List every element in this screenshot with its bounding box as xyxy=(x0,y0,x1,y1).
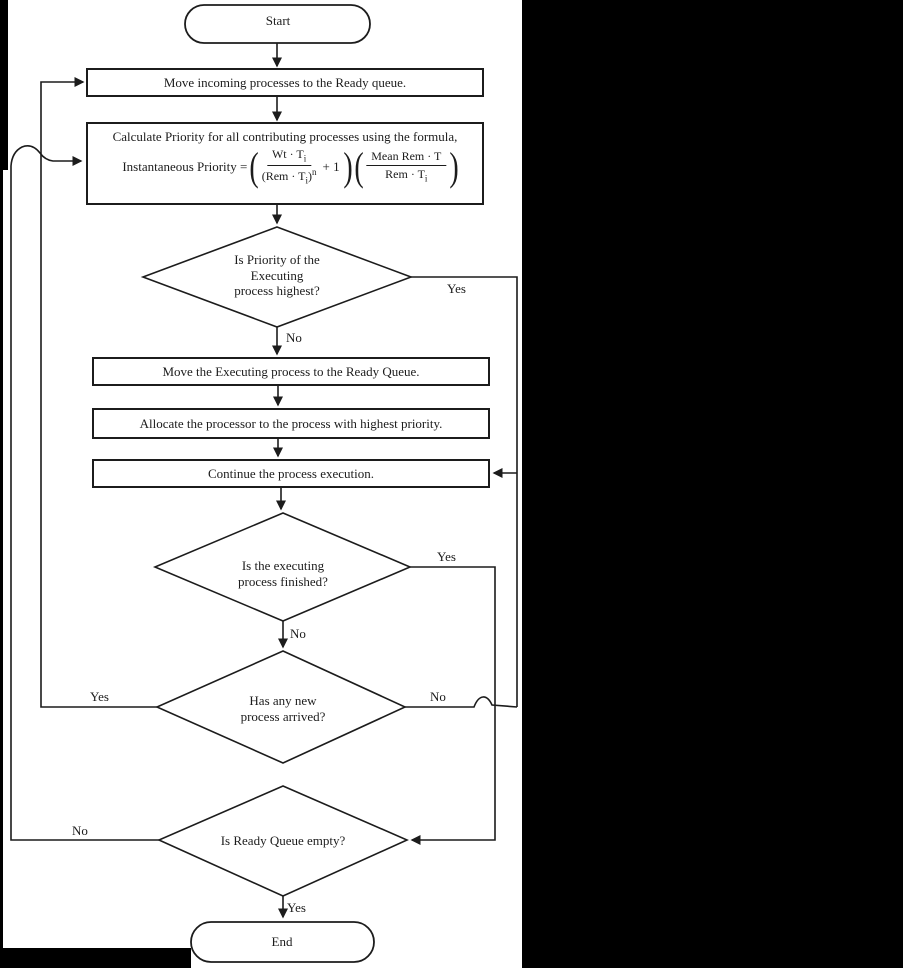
formula-fraction-1: Wt · Ti (Rem · Ti)n xyxy=(261,147,317,186)
decision-priority-highest xyxy=(140,226,414,328)
process-box-move-incoming xyxy=(86,68,484,97)
process-box-continue xyxy=(92,459,490,488)
end-label: End xyxy=(271,934,293,949)
formula-paren-open-1: ( xyxy=(249,143,259,189)
decision-ready-queue-empty xyxy=(157,785,409,897)
start-label: Start xyxy=(265,13,291,28)
decision-new-process-arrived xyxy=(155,650,407,764)
end-terminator xyxy=(190,921,375,963)
scan-mask-right xyxy=(522,0,903,968)
connector-d4-no-loop xyxy=(10,145,159,841)
d2-no-label: No xyxy=(290,626,306,641)
move-incoming-label: Move incoming processes to the Ready que… xyxy=(163,75,407,90)
priority-formula: Instantaneous Priority = ( Wt · Ti (Rem … xyxy=(122,143,459,189)
decision-new-process-text: Has any new process arrived? xyxy=(240,693,326,724)
continue-label: Continue the process execution. xyxy=(207,466,375,481)
process-box-move-executing xyxy=(92,357,490,386)
formula-fraction-2: Mean Rem · T Rem · Ti xyxy=(366,149,447,184)
connector-d2-yes-d4 xyxy=(410,566,496,845)
d3-yes-label: Yes xyxy=(90,689,109,704)
calculate-priority-label: Calculate Priority for all contributing … xyxy=(112,129,458,144)
d4-no-label: No xyxy=(72,823,88,838)
connector-d3-no-hop xyxy=(405,696,518,708)
start-terminator xyxy=(184,4,371,44)
formula-plus-one: + 1 xyxy=(322,158,340,174)
scan-mask-left-strip xyxy=(0,0,8,170)
d1-yes-label: Yes xyxy=(447,281,466,296)
scan-mask-left-edge xyxy=(0,0,3,968)
d2-yes-label: Yes xyxy=(437,549,456,564)
scan-mask-bottom-left xyxy=(0,948,191,968)
connector-d1-yes-trunk xyxy=(411,276,518,707)
d1-no-label: No xyxy=(286,330,302,345)
move-executing-label: Move the Executing process to the Ready … xyxy=(162,364,420,379)
formula-paren-close-2: ) xyxy=(449,143,459,189)
decision-ready-queue-text: Is Ready Queue empty? xyxy=(220,833,346,848)
formula-paren-open-2: ( xyxy=(353,143,364,189)
decision-priority-highest-text: Is Priority of the Executing process hig… xyxy=(234,252,320,298)
d4-yes-label: Yes xyxy=(287,900,306,915)
decision-process-finished-text: Is the executing process finished? xyxy=(238,558,328,589)
allocate-label: Allocate the processor to the process wi… xyxy=(139,416,443,431)
d3-no-label: No xyxy=(430,689,446,704)
process-box-formula xyxy=(86,122,484,205)
formula-lhs: Instantaneous Priority = xyxy=(122,158,248,174)
formula-paren-close-1: ) xyxy=(343,143,353,189)
process-box-allocate xyxy=(92,408,490,439)
decision-process-finished xyxy=(152,512,413,622)
connector-d3-yes-loop xyxy=(40,77,157,708)
